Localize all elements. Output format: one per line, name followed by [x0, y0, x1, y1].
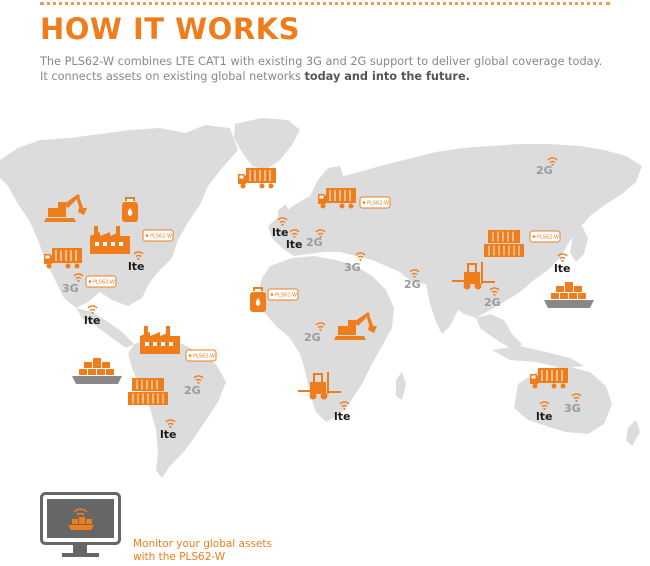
network-lte-label: lte: [286, 229, 303, 251]
network-3g-label: 3G: [62, 273, 84, 295]
continent-southeast-asia: [476, 314, 522, 350]
monitor-icon: [40, 492, 121, 557]
continent-india: [426, 284, 462, 334]
network-2g-label: 2G: [404, 269, 421, 291]
network-lte-label: lte: [272, 217, 289, 239]
monitor-caption-line-2: with the PLS62-W: [133, 551, 226, 563]
continent-south-america: [128, 338, 226, 478]
cargo-ship-icon: [544, 282, 594, 308]
continent-indonesia: [492, 346, 584, 368]
svg-text:PLS62-W: PLS62-W: [150, 234, 172, 240]
continent-japan: [570, 226, 588, 262]
continent-north-america: [0, 125, 238, 308]
device-tag: PLS62-W: [359, 196, 391, 209]
network-3g-label: 3G: [344, 252, 366, 274]
svg-text:lte: lte: [160, 428, 177, 441]
svg-text:lte: lte: [554, 262, 571, 275]
continent-new-zealand: [626, 420, 640, 446]
svg-text:PLS62-W: PLS62-W: [275, 293, 297, 299]
svg-text:PLS62-W: PLS62-W: [193, 354, 215, 360]
page-title: HOW IT WORKS: [40, 12, 301, 46]
svg-text:lte: lte: [286, 238, 303, 251]
device-tag: PLS62-W: [529, 230, 561, 243]
network-2g-label: 2G: [484, 287, 501, 309]
continent-madagascar: [396, 372, 406, 400]
continent-central-america: [76, 308, 134, 348]
svg-text:2G: 2G: [404, 278, 421, 291]
dotted-divider: [40, 2, 610, 8]
network-lte-label: lte: [160, 419, 177, 441]
svg-text:PLS62-W: PLS62-W: [537, 235, 559, 241]
intro-line-1: The PLS62-W combines LTE CAT1 with exist…: [40, 55, 603, 68]
svg-text:2G: 2G: [184, 384, 201, 397]
world-map: PLS62-W PLS62-W PLS62-W PLS62-W PLS62-W …: [0, 118, 642, 478]
continent-greenland: [234, 118, 300, 170]
svg-text:2G: 2G: [304, 331, 321, 344]
svg-text:lte: lte: [334, 410, 351, 423]
factory-icon: [140, 326, 180, 354]
network-lte-label: lte: [84, 305, 101, 327]
monitor-caption: Monitor your global assets with the PLS6…: [133, 538, 272, 564]
intro-line-2: It connects assets on existing global ne…: [40, 69, 305, 83]
network-2g-label: 2G: [184, 375, 204, 397]
continent-eurasia: [268, 144, 642, 318]
intro-text: The PLS62-W combines LTE CAT1 with exist…: [40, 55, 640, 84]
svg-text:lte: lte: [128, 260, 145, 273]
truck-icon: [237, 167, 277, 189]
network-3g-label: 3G: [564, 393, 582, 415]
monitor-caption-line-1: Monitor your global assets: [133, 538, 272, 550]
network-lte-label: lte: [554, 253, 571, 275]
device-tag: PLS62-W: [142, 229, 174, 242]
svg-text:lte: lte: [272, 226, 289, 239]
network-lte-label: lte: [128, 251, 145, 273]
svg-text:2G: 2G: [484, 296, 501, 309]
network-2g-label: 2G: [306, 229, 326, 249]
svg-text:3G: 3G: [62, 282, 79, 295]
svg-text:3G: 3G: [564, 402, 581, 415]
cargo-ship-icon: [72, 358, 122, 384]
svg-text:2G: 2G: [306, 236, 323, 249]
svg-text:lte: lte: [536, 410, 553, 423]
network-lte-label: lte: [536, 401, 553, 423]
device-tag: PLS62-W: [85, 275, 117, 288]
svg-text:lte: lte: [84, 314, 101, 327]
network-2g-label: 2G: [536, 157, 558, 177]
svg-text:2G: 2G: [536, 164, 553, 177]
network-2g-label: 2G: [304, 322, 326, 344]
intro-line-2-bold: today and into the future.: [304, 69, 470, 83]
network-lte-label: lte: [334, 401, 351, 423]
svg-text:PLS62-W: PLS62-W: [367, 201, 389, 207]
device-tag: PLS62-W: [185, 349, 217, 362]
svg-text:PLS62-W: PLS62-W: [93, 280, 115, 286]
device-tag: PLS62-W: [267, 288, 299, 301]
svg-text:3G: 3G: [344, 261, 361, 274]
